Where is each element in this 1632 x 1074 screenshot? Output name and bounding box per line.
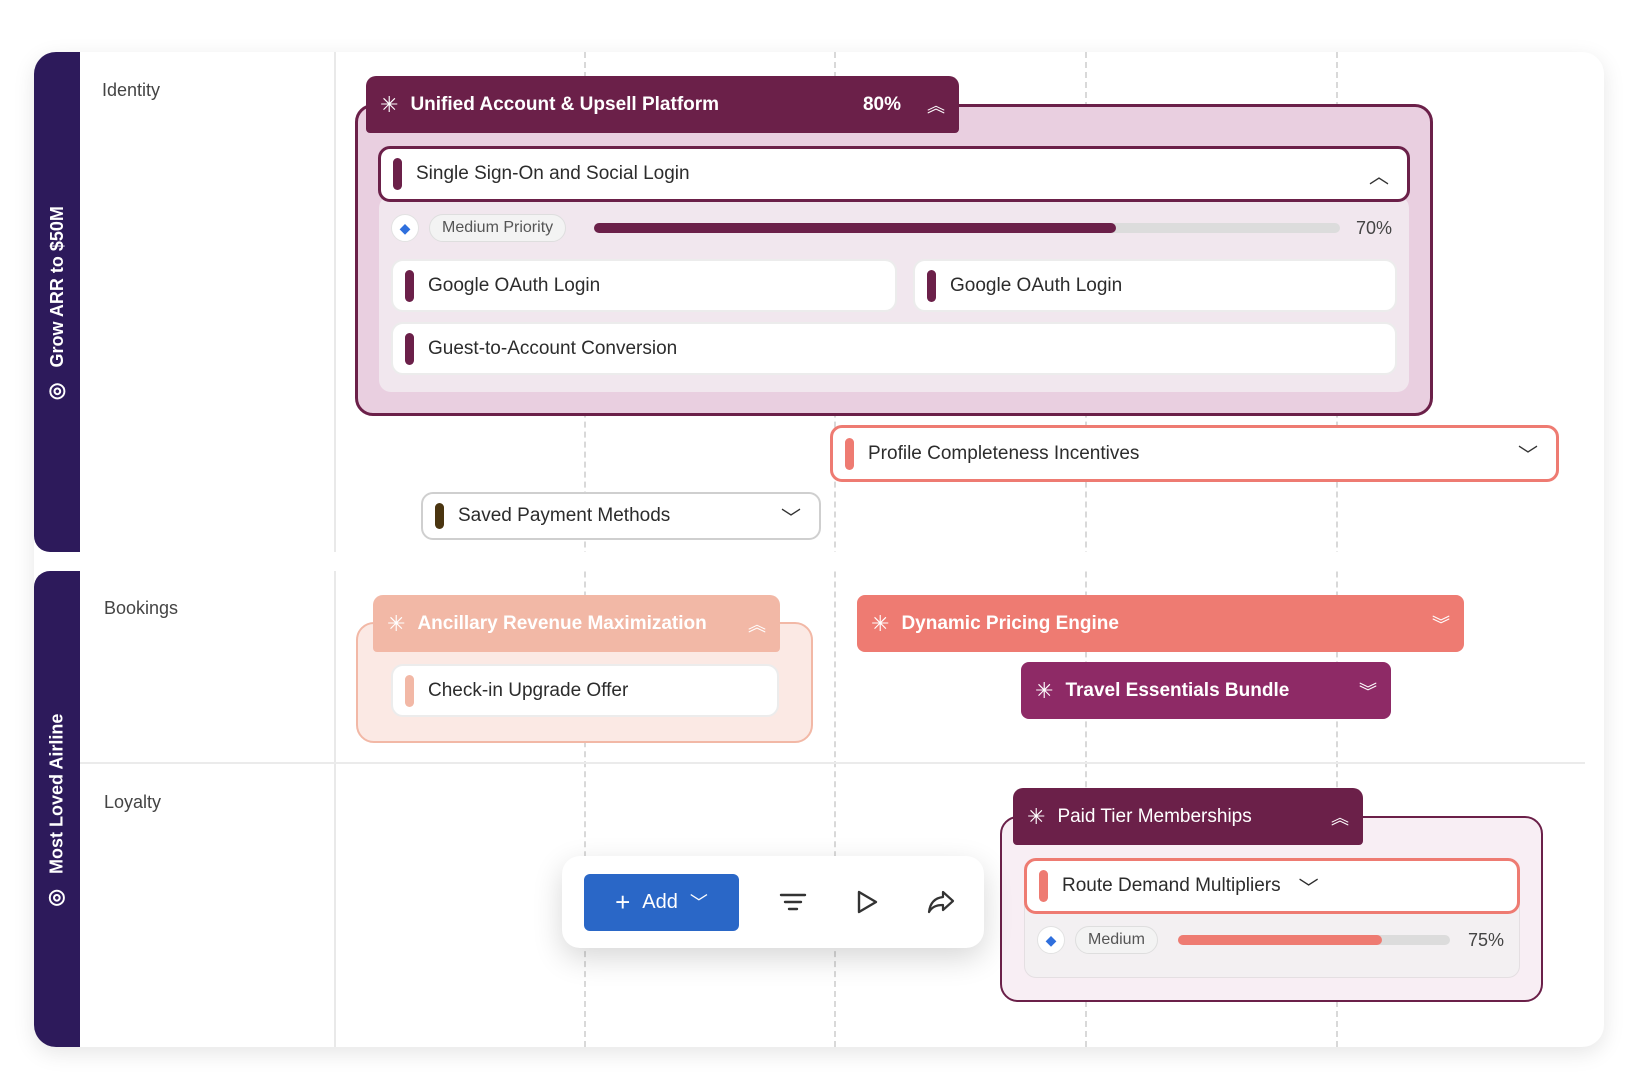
epic-title: Saved Payment Methods	[458, 505, 671, 526]
lane-separator	[80, 762, 1585, 764]
lane-divider	[334, 52, 336, 552]
collapse-icon[interactable]: ︽	[748, 614, 766, 635]
progress-fill	[594, 223, 1117, 233]
lane-label-loyalty: Loyalty	[104, 792, 162, 812]
play-icon[interactable]	[847, 882, 887, 922]
filter-icon[interactable]	[773, 882, 813, 922]
plus-icon: +	[615, 886, 631, 917]
collapse-icon[interactable]: ︽	[927, 95, 945, 116]
priority-diamond-icon: ◆	[1037, 926, 1065, 954]
floating-toolbar: + Add ﹀	[562, 856, 984, 948]
timeline-gridline	[1085, 52, 1087, 1047]
initiative-icon: ✳	[387, 610, 406, 636]
timeline-gridline	[1336, 52, 1338, 1047]
epic-title: Single Sign-On and Social Login	[416, 163, 690, 184]
story-color-stripe	[405, 269, 414, 302]
story-card-guest-conversion[interactable]: Guest-to-Account Conversion	[391, 322, 1397, 375]
initiative-icon: ✳	[380, 91, 399, 117]
epic-color-stripe	[435, 503, 444, 529]
collapse-icon[interactable]: ︽	[1331, 807, 1349, 828]
expand-icon[interactable]: ︾	[1359, 681, 1377, 702]
goal-bar-grow-arr[interactable]: ◎ Grow ARR to $50M	[34, 52, 80, 552]
story-title: Check-in Upgrade Offer	[428, 679, 629, 701]
epic-card-saved-payment[interactable]: Saved Payment Methods ﹀	[421, 492, 821, 540]
priority-row: ◆ Medium Priority	[391, 214, 567, 242]
story-title: Google OAuth Login	[428, 274, 601, 296]
chevron-down-icon[interactable]: ﹀	[781, 507, 801, 530]
priority-pill[interactable]: Medium Priority	[429, 214, 567, 242]
story-card-google-oauth[interactable]: Google OAuth Login	[913, 259, 1397, 312]
goal-label: Most Loved Airline	[46, 713, 67, 874]
goal-gap	[34, 552, 1604, 571]
epic-title: Profile Completeness Incentives	[868, 442, 1140, 464]
initiative-title: Dynamic Pricing Engine	[901, 612, 1119, 634]
target-icon: ◎	[48, 885, 66, 908]
initiative-tab-paid-tier[interactable]: ✳ Paid Tier Memberships ︽	[1013, 788, 1363, 845]
epic-title: Route Demand Multipliers	[1062, 875, 1281, 896]
lane-label-bookings: Bookings	[104, 598, 179, 618]
target-icon: ◎	[48, 379, 66, 402]
epic-color-stripe	[845, 437, 854, 470]
epic-color-stripe	[1039, 870, 1048, 902]
chevron-down-icon[interactable]: ﹀	[1298, 877, 1319, 900]
story-title: Google OAuth Login	[950, 274, 1123, 296]
goal-label: Grow ARR to $50M	[46, 205, 67, 367]
initiative-tab-unified[interactable]: ✳ Unified Account & Upsell Platform 80% …	[366, 76, 959, 133]
goal-bar-most-loved[interactable]: ◎ Most Loved Airline	[34, 571, 80, 1047]
story-color-stripe	[405, 674, 414, 707]
priority-diamond-icon: ◆	[391, 214, 419, 242]
initiative-title: Ancillary Revenue Maximization	[417, 612, 707, 634]
initiative-icon: ✳	[1035, 677, 1054, 703]
initiative-icon: ✳	[871, 610, 890, 636]
progress-percent: 75%	[1468, 930, 1505, 950]
epic-card-sso[interactable]: Single Sign-On and Social Login ︿	[378, 146, 1410, 202]
lane-divider	[334, 571, 336, 1047]
add-button[interactable]: + Add ﹀	[584, 873, 739, 931]
progress-bar	[594, 223, 1340, 233]
expand-icon[interactable]: ︾	[1432, 614, 1450, 635]
story-color-stripe	[927, 269, 936, 302]
initiative-bar-dynamic-pricing[interactable]: ✳ Dynamic Pricing Engine ︾	[857, 595, 1464, 652]
progress-bar	[1178, 935, 1450, 945]
priority-row: ◆ Medium	[1037, 926, 1158, 954]
epic-color-stripe	[393, 158, 402, 190]
initiative-title: Unified Account & Upsell Platform	[410, 93, 720, 115]
story-card-checkin-upgrade[interactable]: Check-in Upgrade Offer	[391, 664, 779, 717]
initiative-percent: 80%	[862, 93, 901, 115]
initiative-icon: ✳	[1027, 803, 1046, 829]
chevron-down-icon: ﹀	[689, 893, 708, 913]
initiative-title: Travel Essentials Bundle	[1065, 679, 1290, 701]
epic-card-route-demand[interactable]: Route Demand Multipliers ﹀	[1024, 858, 1520, 914]
chevron-down-icon[interactable]: ﹀	[1518, 445, 1538, 467]
story-color-stripe	[405, 332, 414, 365]
initiative-title: Paid Tier Memberships	[1057, 805, 1252, 827]
timeline-gridline	[834, 52, 836, 1047]
lane-label-identity: Identity	[102, 80, 161, 100]
story-card-google-oauth[interactable]: Google OAuth Login	[391, 259, 897, 312]
epic-card-profile-completeness[interactable]: Profile Completeness Incentives ﹀	[830, 425, 1559, 482]
progress-percent: 70%	[1356, 218, 1393, 238]
chevron-up-icon[interactable]: ︿	[1369, 165, 1389, 188]
story-title: Guest-to-Account Conversion	[428, 337, 678, 359]
priority-pill[interactable]: Medium	[1075, 926, 1158, 954]
add-label: Add	[642, 890, 678, 913]
timeline-gridline	[584, 52, 586, 1047]
share-icon[interactable]	[921, 882, 961, 922]
initiative-tab-ancillary[interactable]: ✳ Ancillary Revenue Maximization ︽	[373, 595, 780, 652]
progress-fill	[1178, 935, 1382, 945]
initiative-bar-travel-essentials[interactable]: ✳ Travel Essentials Bundle ︾	[1021, 662, 1391, 719]
